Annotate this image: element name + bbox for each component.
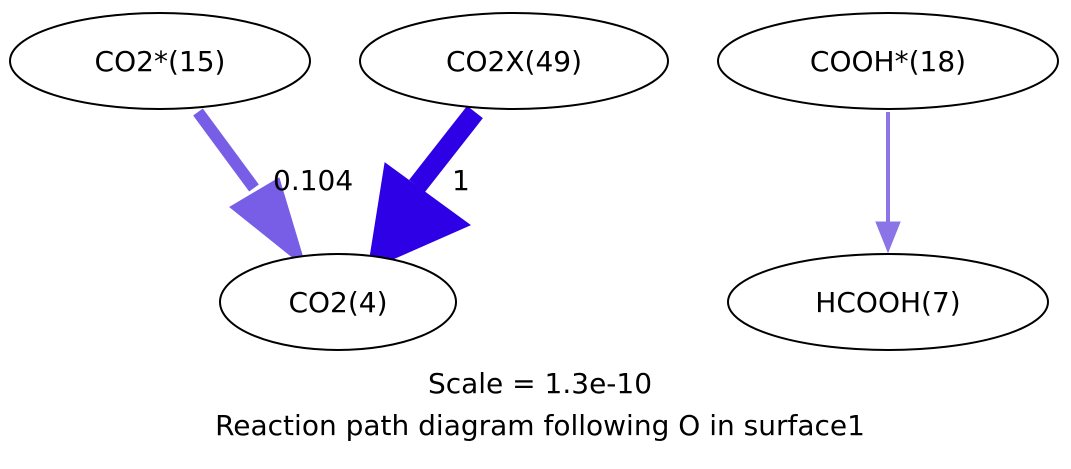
edge-co2-star-to-co2-label: 0.104 — [273, 164, 353, 197]
node-co2-shape — [219, 253, 457, 351]
node-cooh-star-label: COOH*(18) — [810, 45, 966, 78]
node-co2-star-shape — [9, 12, 311, 110]
edge-cooh-star-to-hcooh-arrowhead — [875, 221, 901, 254]
node-co2: CO2(4) — [219, 253, 457, 351]
edge-co2-star-to-co2: 0.104 — [193, 108, 353, 270]
node-co2-star-label: CO2*(15) — [95, 45, 226, 78]
edge-co2x-to-co2: 1 — [367, 105, 483, 271]
edge-cooh-star-to-hcooh — [875, 112, 901, 254]
node-co2x: CO2X(49) — [359, 12, 669, 110]
edge-co2x-to-co2-line — [409, 105, 483, 193]
node-cooh-star: COOH*(18) — [717, 12, 1059, 110]
node-hcooh: HCOOH(7) — [727, 253, 1049, 351]
node-co2x-shape — [359, 12, 669, 110]
caption-title: Reaction path diagram following O in sur… — [215, 409, 865, 442]
node-co2-star: CO2*(15) — [9, 12, 311, 110]
edge-co2-star-to-co2-arrowhead — [229, 177, 307, 270]
edge-co2x-to-co2-label: 1 — [452, 164, 470, 197]
edge-co2-star-to-co2-line — [193, 108, 259, 192]
node-co2x-label: CO2X(49) — [446, 45, 582, 78]
node-co2-label: CO2(4) — [288, 286, 387, 319]
node-hcooh-shape — [727, 253, 1049, 351]
caption-scale: Scale = 1.3e-10 — [428, 367, 652, 400]
node-hcooh-label: HCOOH(7) — [815, 286, 960, 319]
node-cooh-star-shape — [717, 12, 1059, 110]
edge-co2x-to-co2-arrowhead — [367, 162, 471, 271]
